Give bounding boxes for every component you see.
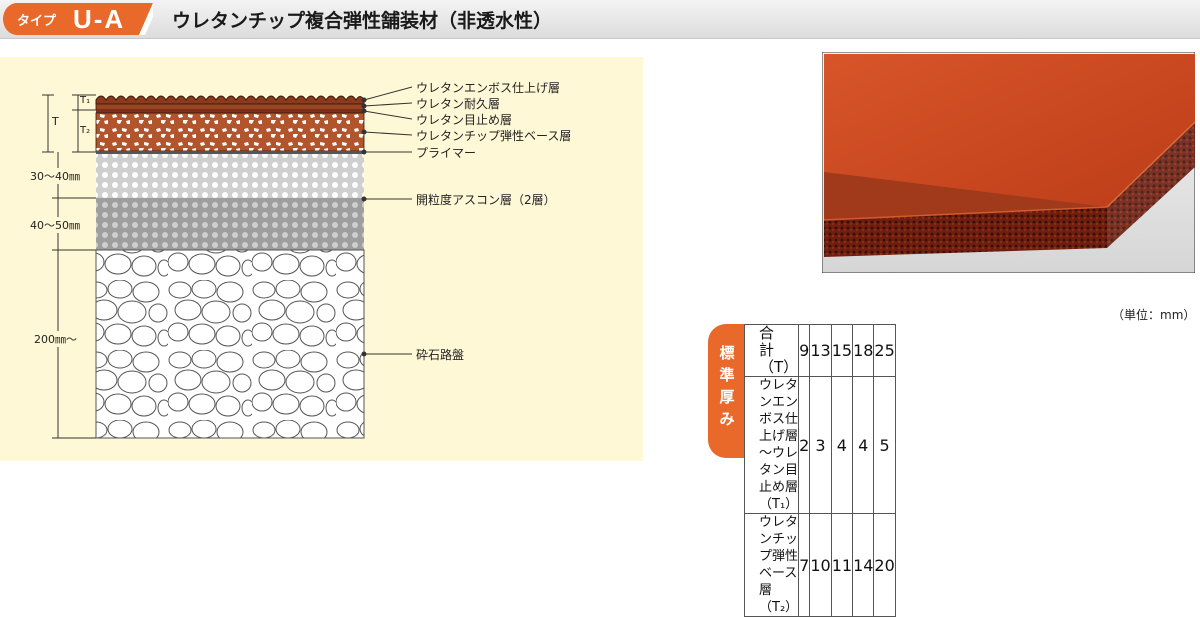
table-cell: 18 bbox=[852, 324, 875, 377]
table-row: ウレタンチップ弾性 ベース層（T₂） 7 10 11 14 20 bbox=[743, 513, 896, 617]
table-unit: （単位：mm） bbox=[1112, 308, 1196, 322]
table-cell: 7 bbox=[798, 513, 811, 617]
layer-label-chip-base: ウレタンチップ弾性ベース層 bbox=[416, 129, 572, 143]
table-cell: 9 bbox=[798, 324, 811, 377]
layer-label-seal: ウレタン目止め層 bbox=[416, 113, 513, 127]
badge-type-code: U-A bbox=[73, 4, 126, 34]
layer-emboss bbox=[95, 95, 365, 105]
row-label-line: ベース層（T₂） bbox=[759, 566, 799, 615]
layer-gravel bbox=[95, 249, 365, 439]
layer-label-asphalt: 開粒度アスコン層（2層） bbox=[416, 193, 556, 207]
side-label-char: 準 bbox=[719, 366, 735, 384]
table-cell: 2 bbox=[798, 376, 811, 514]
table-cell: 3 bbox=[809, 376, 832, 514]
layer-label-primer: プライマー bbox=[416, 146, 477, 160]
side-label-char: 標 bbox=[719, 344, 735, 362]
table-row: 合 計（T） 9 13 15 18 25 bbox=[743, 324, 896, 377]
leader-lines bbox=[361, 86, 413, 357]
table-cell: 4 bbox=[830, 376, 854, 514]
layer-asphalt-upper bbox=[96, 154, 364, 198]
dimension-t: T bbox=[52, 115, 59, 128]
table-cell: 4 bbox=[852, 376, 875, 514]
photo-image bbox=[821, 51, 1196, 274]
badge-type-label: タイプ bbox=[17, 14, 57, 29]
row-label-t1: ウレタンエンボス仕上げ層 〜ウレタン目止め層（T₁） bbox=[743, 376, 800, 514]
table-cell: 11 bbox=[830, 513, 854, 617]
dimension-lines bbox=[42, 94, 96, 439]
layer-durable bbox=[95, 103, 365, 111]
cross-section-diagram bbox=[42, 86, 413, 439]
layer-label-durable: ウレタン耐久層 bbox=[416, 97, 501, 111]
dimension-asphalt-upper: 30〜40㎜ bbox=[30, 168, 80, 184]
table-cell: 10 bbox=[809, 513, 832, 617]
layer-chip-base bbox=[95, 112, 365, 152]
layer-asphalt-lower bbox=[96, 198, 364, 250]
badge-shape bbox=[3, 3, 153, 35]
cross-section-panel: ウレタンエンボス仕上げ層 ウレタン耐久層 ウレタン目止め層 ウレタンチップ弾性ベ… bbox=[0, 57, 643, 461]
type-badge: タイプ U-A bbox=[3, 3, 153, 35]
row-label-line: ウレタンチップ弾性 bbox=[759, 515, 799, 564]
thickness-grid: 合 計（T） 9 13 15 18 25 ウレタンエンボス仕上げ層 〜ウレタン目… bbox=[743, 324, 896, 617]
layer-label-gravel: 砕石路盤 bbox=[416, 348, 465, 362]
dimension-t1: T₁ bbox=[80, 95, 91, 106]
side-tab-shape bbox=[708, 324, 744, 458]
side-label-char: 厚 bbox=[719, 388, 735, 406]
dimension-t2: T₂ bbox=[80, 125, 91, 136]
product-photo bbox=[821, 51, 1196, 274]
page-title: ウレタンチップ複合弾性舗装材（非透水性） bbox=[172, 10, 553, 32]
table-cell: 25 bbox=[873, 324, 896, 377]
layer-primer bbox=[96, 151, 364, 154]
side-label-char: み bbox=[719, 410, 735, 428]
row-label-total: 合 計（T） bbox=[743, 324, 800, 377]
row-label-line: 〜ウレタン目止め層（T₁） bbox=[759, 446, 799, 512]
table-cell: 13 bbox=[809, 324, 832, 377]
side-tab: 標 準 厚 み bbox=[708, 324, 744, 458]
dimension-asphalt-lower: 40〜50㎜ bbox=[30, 217, 80, 233]
table-cell: 15 bbox=[830, 324, 854, 377]
layer-label-emboss: ウレタンエンボス仕上げ層 bbox=[416, 81, 561, 95]
row-label-t2: ウレタンチップ弾性 ベース層（T₂） bbox=[743, 513, 800, 617]
layer-seal bbox=[96, 110, 364, 113]
header-bar: タイプ U-A ウレタンチップ複合弾性舗装材（非透水性） bbox=[0, 0, 1200, 39]
table-cell: 20 bbox=[873, 513, 896, 617]
dimension-gravel: 200㎜〜 bbox=[34, 331, 77, 347]
table-cell: 14 bbox=[852, 513, 875, 617]
table-row: ウレタンエンボス仕上げ層 〜ウレタン目止め層（T₁） 2 3 4 4 5 bbox=[743, 376, 896, 514]
table-cell: 5 bbox=[873, 376, 896, 514]
row-label-line: ウレタンエンボス仕上げ層 bbox=[759, 378, 799, 444]
